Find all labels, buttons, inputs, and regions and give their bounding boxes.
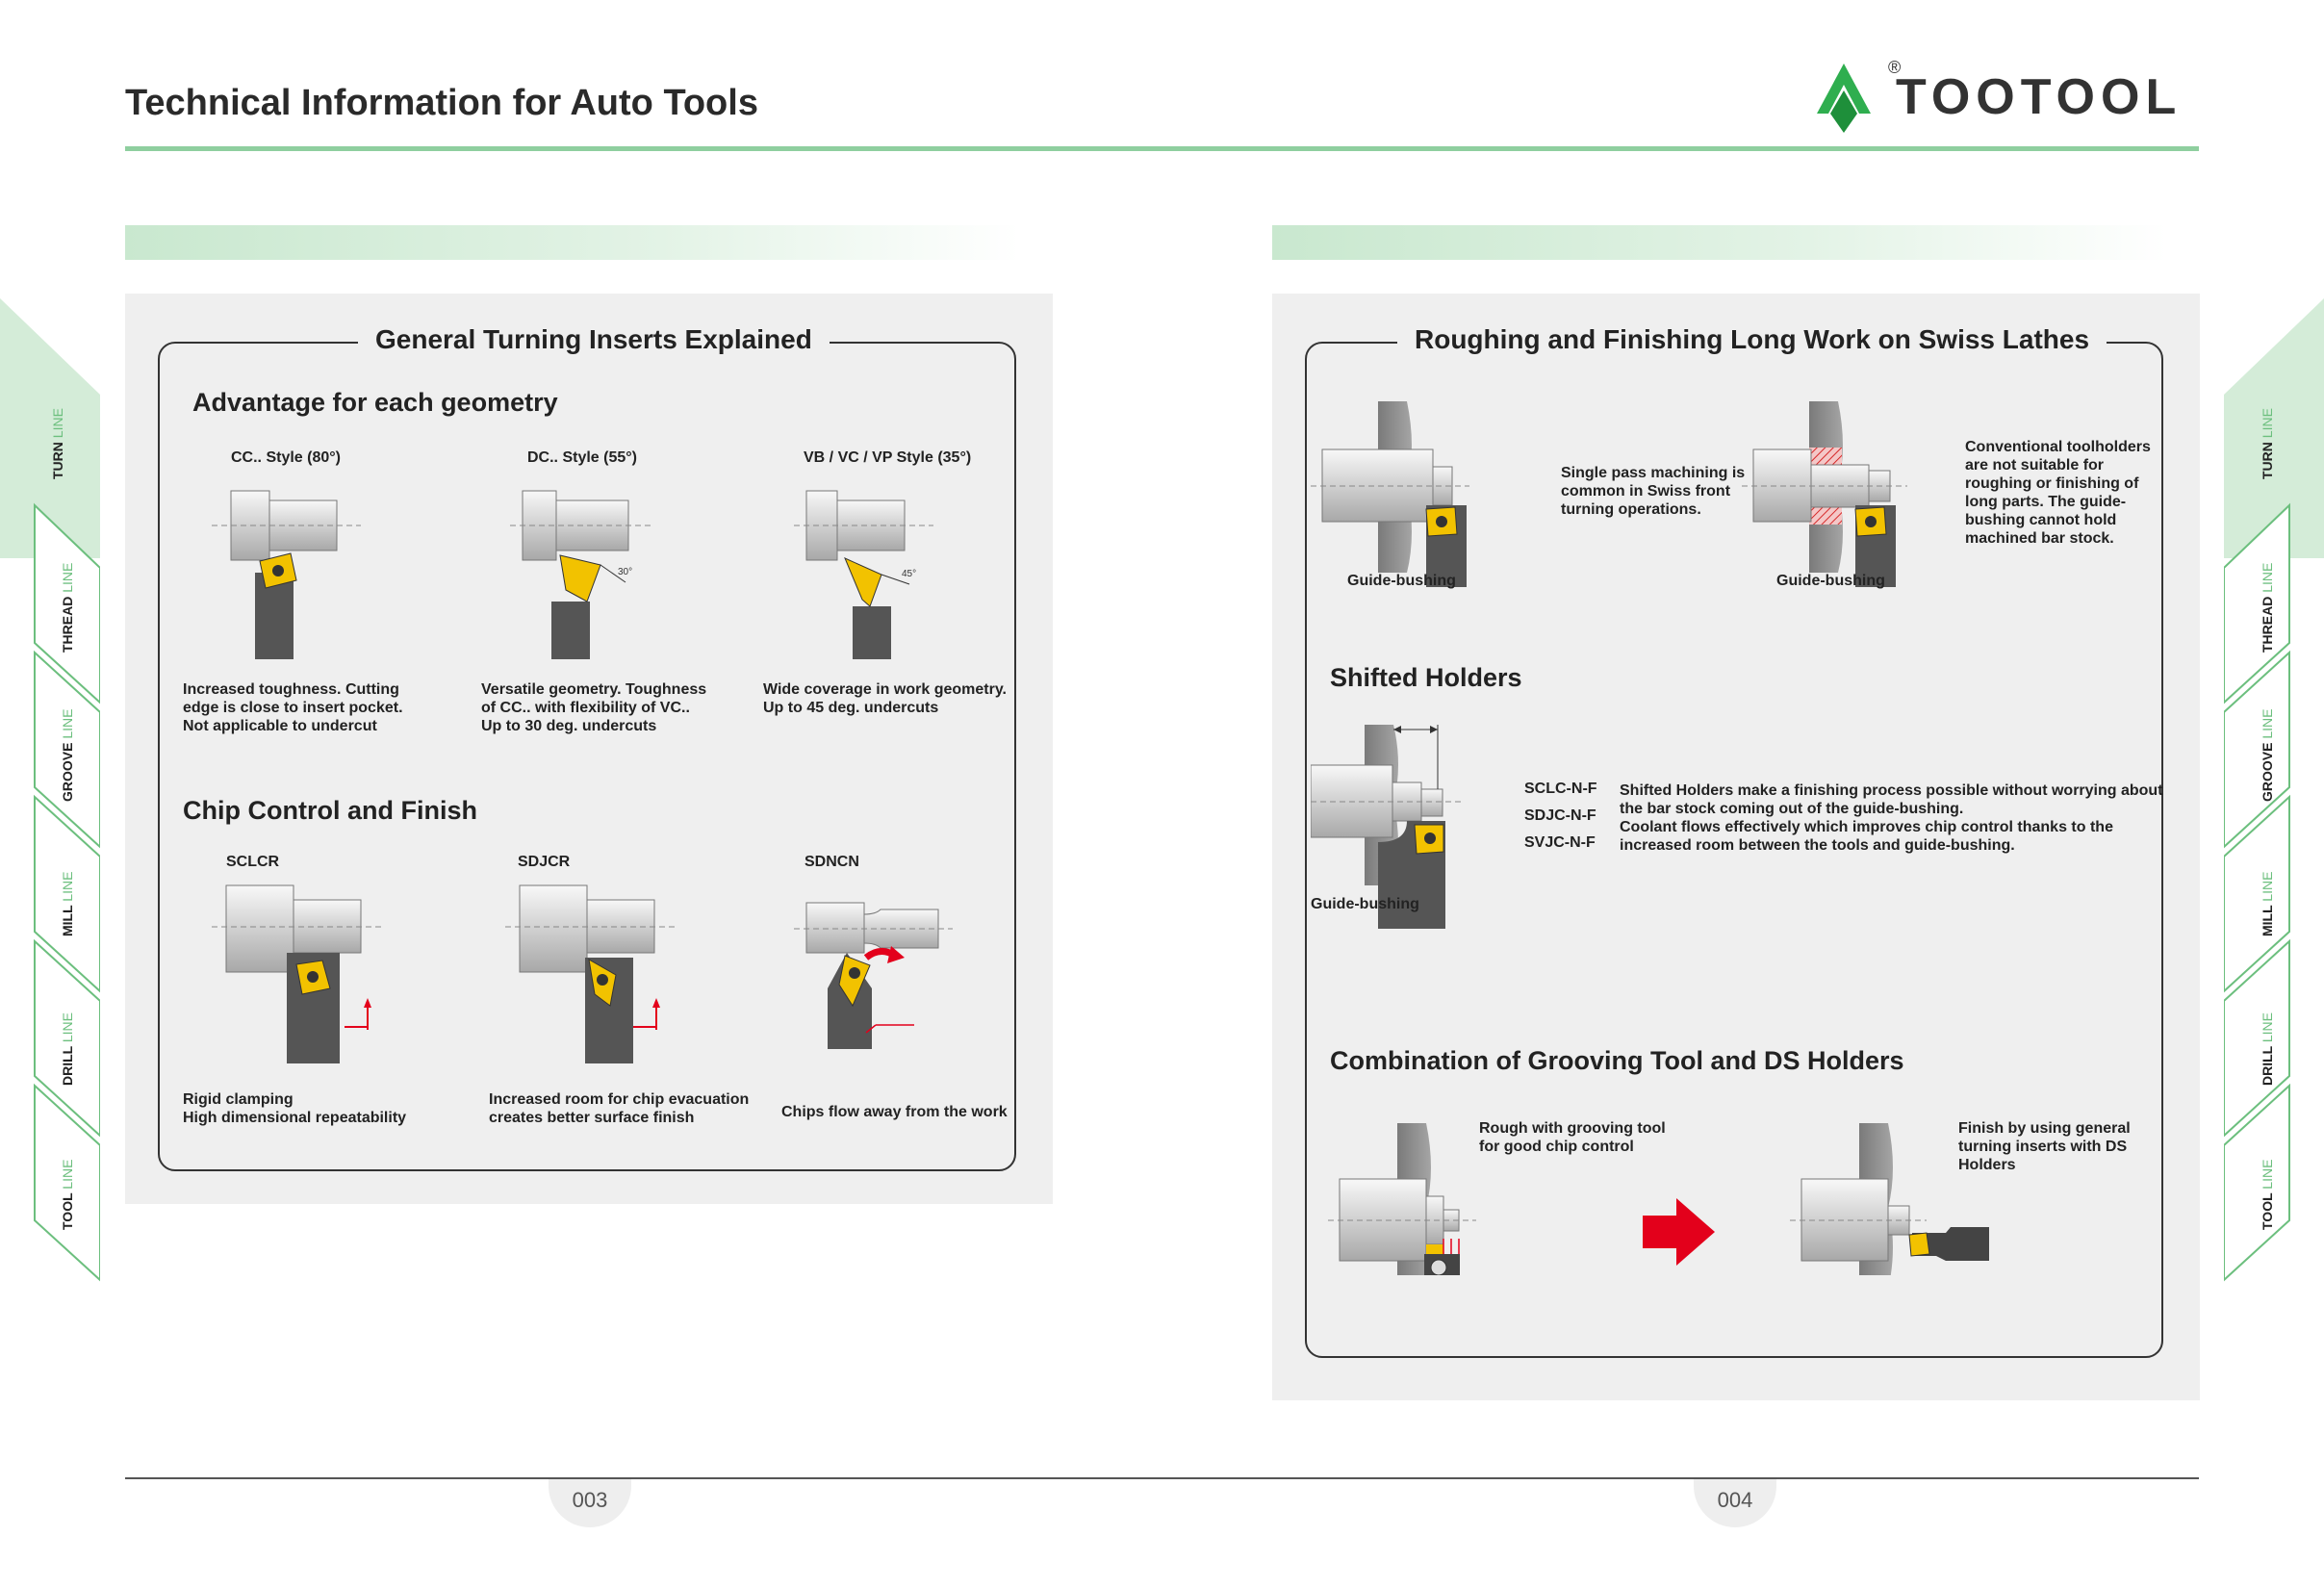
- tab-groove-line-right[interactable]: GROOVE LINE: [2260, 708, 2275, 802]
- side-tabs-right: TURN LINE THREAD LINE GROOVE LINE MILL L…: [2224, 289, 2324, 1290]
- tab-turn-line[interactable]: TURN LINE: [50, 408, 65, 479]
- guide-bushing-label-2: Guide-bushing: [1776, 573, 1885, 589]
- sclcr-label: SCLCR: [226, 854, 280, 870]
- left-panel: General Turning Inserts Explained Advant…: [125, 294, 1053, 1204]
- registered-mark: ®: [1888, 58, 1901, 77]
- right-card-title: Roughing and Finishing Long Work on Swis…: [1397, 324, 2107, 355]
- section-band-left: [125, 225, 1020, 260]
- dc-style-label: DC.. Style (55°): [527, 449, 637, 466]
- sdncn-desc: Chips flow away from the work: [781, 1104, 1008, 1120]
- tab-tool-line-right[interactable]: TOOL LINE: [2260, 1159, 2275, 1230]
- section-chip-title: Chip Control and Finish: [183, 796, 477, 825]
- header-divider: [125, 146, 2199, 151]
- tab-mill-line[interactable]: MILL LINE: [60, 871, 75, 936]
- section-shifted-title: Shifted Holders: [1330, 663, 1522, 692]
- brand-logo: TOOTOOL ®: [1809, 54, 2204, 141]
- tab-thread-line-right[interactable]: THREAD LINE: [2260, 562, 2275, 653]
- cc-insert-figure: [212, 490, 361, 659]
- section-geometry-title: Advantage for each geometry: [192, 388, 558, 417]
- guide-bushing-label-3: Guide-bushing: [1311, 896, 1419, 912]
- sdncn-label: SDNCN: [804, 854, 859, 870]
- tab-turn-line-right[interactable]: TURN LINE: [2260, 408, 2275, 479]
- side-tabs-left: TURN LINE THREAD LINE GROOVE LINE MILL L…: [0, 289, 100, 1290]
- page-number-right: 004: [1694, 1479, 1776, 1527]
- guide-bushing-label-1: Guide-bushing: [1347, 573, 1456, 589]
- finish-ds-figure: [1790, 1123, 1989, 1275]
- page-number-left: 003: [549, 1479, 631, 1527]
- geometry-illustrations: 30° 45°: [212, 490, 933, 659]
- vb-style-desc: Wide coverage in work geometry.Up to 45 …: [763, 681, 1007, 716]
- conventional-figure: [1742, 401, 1907, 587]
- section-combo-title: Combination of Grooving Tool and DS Hold…: [1330, 1046, 1904, 1075]
- tab-thread-line[interactable]: THREAD LINE: [60, 562, 75, 653]
- logo-mark-icon: [1817, 64, 1871, 133]
- sdjcr-label: SDJCR: [518, 854, 571, 870]
- arrow-icon: [1643, 1198, 1715, 1266]
- right-panel: Roughing and Finishing Long Work on Swis…: [1272, 294, 2200, 1400]
- left-card-title: General Turning Inserts Explained: [358, 324, 830, 355]
- logo-text: TOOTOOL: [1896, 69, 2182, 125]
- chip-illustrations: [212, 884, 953, 1063]
- tab-groove-line[interactable]: GROOVE LINE: [60, 708, 75, 802]
- sdjcr-figure: [505, 884, 678, 1063]
- tab-drill-line-right[interactable]: DRILL LINE: [2260, 1012, 2275, 1086]
- single-pass-figure: [1311, 401, 1469, 587]
- shifted-desc: Shifted Holders make a finishing process…: [1620, 782, 2163, 854]
- swiss-illustrations: [1311, 401, 1989, 1275]
- shifted-holder-figure: [1311, 725, 1465, 929]
- svg-text:45°: 45°: [902, 569, 916, 579]
- vb-style-label: VB / VC / VP Style (35°): [804, 449, 972, 466]
- tab-drill-line[interactable]: DRILL LINE: [60, 1012, 75, 1086]
- vb-insert-figure: 45°: [794, 490, 933, 659]
- tab-mill-line-right[interactable]: MILL LINE: [2260, 871, 2275, 936]
- dc-insert-figure: 30°: [510, 490, 654, 659]
- tab-tool-line[interactable]: TOOL LINE: [60, 1159, 75, 1230]
- svg-text:30°: 30°: [618, 567, 632, 577]
- footer-divider: [125, 1477, 2199, 1479]
- cc-style-label: CC.. Style (80°): [231, 449, 341, 466]
- section-band-right: [1272, 225, 2167, 260]
- rough-grooving-figure: [1328, 1123, 1476, 1275]
- sclcr-figure: [212, 884, 385, 1063]
- page-title: Technical Information for Auto Tools: [125, 83, 758, 123]
- sdncn-figure: [794, 902, 953, 1049]
